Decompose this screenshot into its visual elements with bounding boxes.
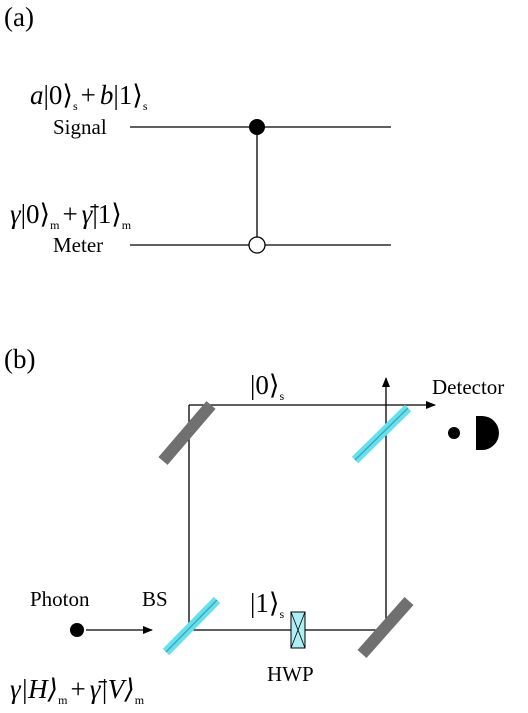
input-beam-splitter: [162, 596, 221, 656]
lower-path-state: |1⟩s: [250, 588, 284, 621]
control-dot: [249, 119, 265, 135]
photon-label: Photon: [30, 587, 90, 611]
detector-icon: [476, 416, 499, 450]
bs-label: BS: [142, 587, 168, 611]
panel-a-label: (a): [4, 2, 34, 32]
hwp-label: HWP: [267, 662, 314, 686]
meter-label: Meter: [53, 233, 103, 257]
bottom-right-mirror: [357, 597, 414, 658]
signal-label: Signal: [53, 115, 107, 139]
output-beam-splitter: [351, 404, 412, 464]
half-wave-plate: [290, 611, 306, 649]
detector-pinhole: [448, 427, 460, 439]
signal-state: a|0⟩s+b|1⟩s: [30, 80, 148, 113]
panel-a: (a) a|0⟩s+b|1⟩s Signal γ|0⟩m+γ̄|1⟩m Mete…: [4, 2, 391, 257]
detector-label: Detector: [432, 375, 504, 399]
target-circle: [248, 236, 266, 254]
meter-state: γ|0⟩m+γ̄|1⟩m: [10, 199, 132, 232]
panel-b: (b) Detector |0⟩s |1⟩s H: [4, 344, 504, 707]
photon-source: [70, 623, 84, 637]
top-left-mirror: [158, 401, 216, 465]
input-state: γ|H⟩m+γ̄|V⟩m: [10, 674, 145, 707]
upper-path-state: |0⟩s: [250, 370, 284, 403]
panel-b-label: (b): [4, 344, 35, 374]
